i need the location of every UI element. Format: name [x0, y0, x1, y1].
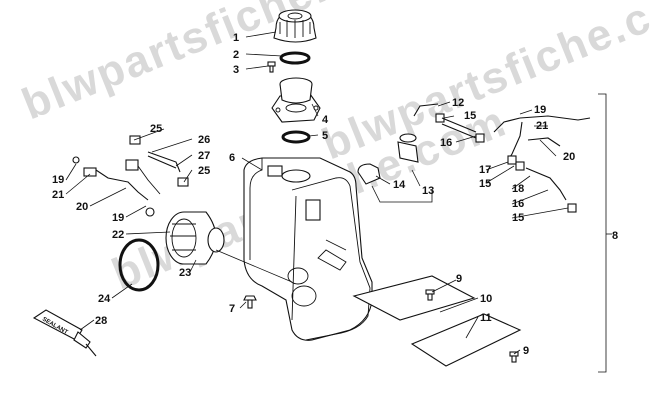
- fuel-cap: [273, 9, 317, 43]
- pump-seal-ring: [118, 238, 160, 292]
- callout-16: 16: [512, 198, 524, 210]
- vent-hose-assembly: [413, 103, 591, 213]
- callout-24: 24: [98, 293, 111, 305]
- plate-bolt: [425, 289, 435, 301]
- fuel-pump: [165, 211, 225, 265]
- valve-bracket: [371, 185, 433, 203]
- callout-25: 25: [150, 123, 162, 135]
- callout-21: 21: [52, 189, 64, 201]
- callout-19: 19: [112, 212, 124, 224]
- callout-19: 19: [52, 174, 64, 186]
- callout-15: 15: [512, 212, 524, 224]
- callout-20: 20: [563, 151, 575, 163]
- assembly-bracket: [598, 93, 607, 373]
- sealant-tube: SEALANT: [32, 309, 97, 357]
- callout-2: 2: [233, 49, 239, 61]
- o-ring: [279, 51, 311, 65]
- left-hose-fittings: [72, 135, 189, 201]
- callout-20: 20: [76, 201, 88, 213]
- callout-17: 17: [479, 164, 491, 176]
- callout-4: 4: [322, 114, 329, 126]
- callout-3: 3: [233, 64, 239, 76]
- callout-19: 19: [534, 104, 546, 116]
- callout-22: 22: [112, 229, 124, 241]
- callout-23: 23: [179, 267, 191, 279]
- callout-8: 8: [612, 230, 618, 242]
- filler-neck: [271, 77, 321, 123]
- callout-labels: 1 2 3 4 5 6 7 8 9 9 10 11 12 13 14 15 15…: [52, 32, 618, 357]
- screw: [267, 61, 276, 73]
- lower-shield-plate: [410, 313, 522, 367]
- callout-16: 16: [440, 137, 452, 149]
- callout-9: 9: [456, 273, 462, 285]
- callout-28: 28: [95, 315, 107, 327]
- fuel-tank: [243, 157, 373, 341]
- callout-9: 9: [523, 345, 529, 357]
- callout-21: 21: [536, 120, 548, 132]
- bolt: [243, 295, 257, 309]
- callout-26: 26: [198, 134, 210, 146]
- callout-5: 5: [322, 130, 328, 142]
- neck-gasket: [281, 130, 311, 144]
- heat-shield-plate: [352, 275, 476, 321]
- callout-11: 11: [480, 312, 492, 324]
- callout-10: 10: [480, 293, 492, 305]
- callout-15: 15: [479, 178, 491, 190]
- callout-18: 18: [512, 183, 524, 195]
- callout-27: 27: [198, 150, 210, 162]
- callout-1: 1: [233, 32, 239, 44]
- callout-15: 15: [464, 110, 476, 122]
- callout-25: 25: [198, 165, 210, 177]
- leader-lines: [65, 31, 569, 355]
- nut: [145, 207, 155, 217]
- callout-6: 6: [229, 152, 235, 164]
- callout-13: 13: [422, 185, 434, 197]
- plate-bolt: [509, 351, 519, 363]
- callout-7: 7: [229, 303, 235, 315]
- callout-12: 12: [452, 97, 464, 109]
- callout-14: 14: [393, 179, 406, 191]
- rollover-valve: [357, 133, 419, 185]
